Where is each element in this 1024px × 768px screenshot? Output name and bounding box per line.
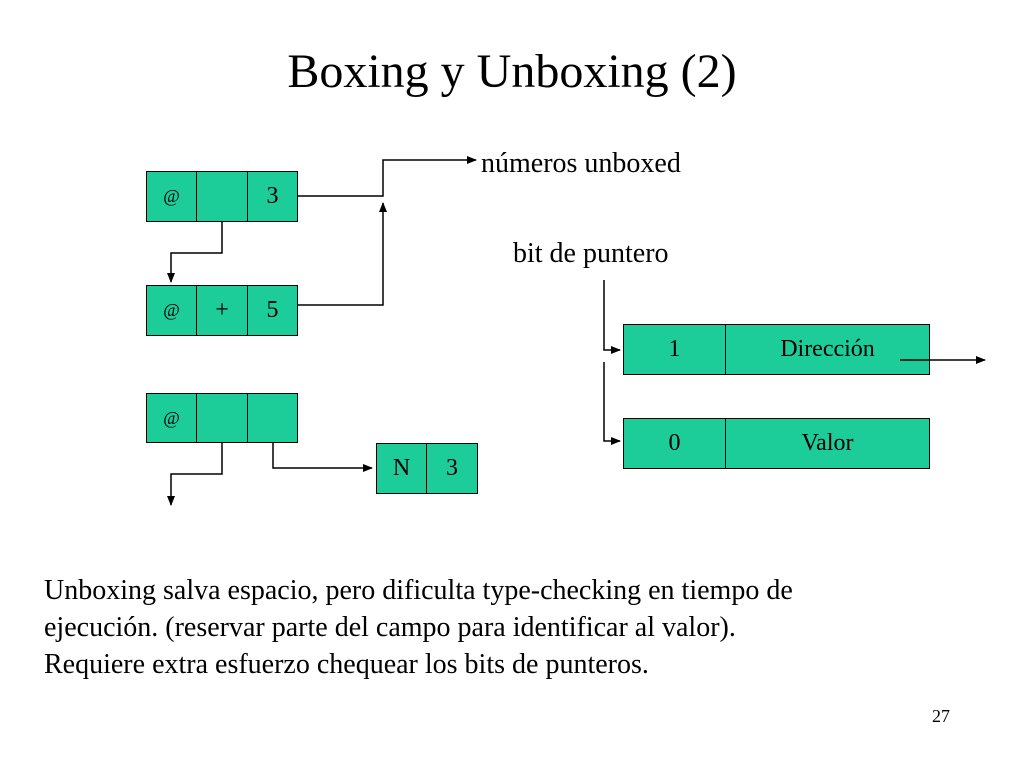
arrow-box2-to-unboxed bbox=[298, 202, 387, 306]
box1-cell-value: 3 bbox=[247, 171, 298, 222]
box4-cell-value: 3 bbox=[426, 443, 478, 494]
body-line-3: Requiere extra esfuerzo chequear los bit… bbox=[44, 649, 649, 680]
box4-cell-tag: N bbox=[376, 443, 427, 494]
box2-cell-value: 5 bbox=[247, 285, 298, 336]
body-text: Unboxing salva espacio, pero dificulta t… bbox=[44, 572, 984, 683]
label-pointer-bit: bit de puntero bbox=[513, 238, 669, 269]
arrow-pointer-bit-to-address bbox=[603, 280, 621, 354]
address-field-bit: 1 bbox=[623, 324, 726, 375]
slide-title: Boxing y Unboxing (2) bbox=[287, 45, 737, 98]
arrow-box3-to-box4 bbox=[272, 443, 373, 472]
arrow-box1-to-unboxed bbox=[298, 156, 477, 197]
body-line-2: ejecución. (reservar parte del campo par… bbox=[44, 612, 736, 643]
arrow-box1-to-box2 bbox=[167, 222, 223, 283]
value-field-content: Valor bbox=[725, 418, 930, 469]
box1-cell-tag: @ bbox=[146, 171, 197, 222]
value-field-bit: 0 bbox=[623, 418, 726, 469]
arrow-box3-down bbox=[167, 443, 223, 506]
address-field-content: Dirección bbox=[725, 324, 930, 375]
label-unboxed-numbers: números unboxed bbox=[481, 148, 681, 179]
box3-cell-right bbox=[247, 393, 298, 443]
body-line-1: Unboxing salva espacio, pero dificulta t… bbox=[44, 575, 793, 606]
page-number: 27 bbox=[932, 706, 950, 726]
arrow-pointer-bit-to-value bbox=[603, 362, 621, 445]
